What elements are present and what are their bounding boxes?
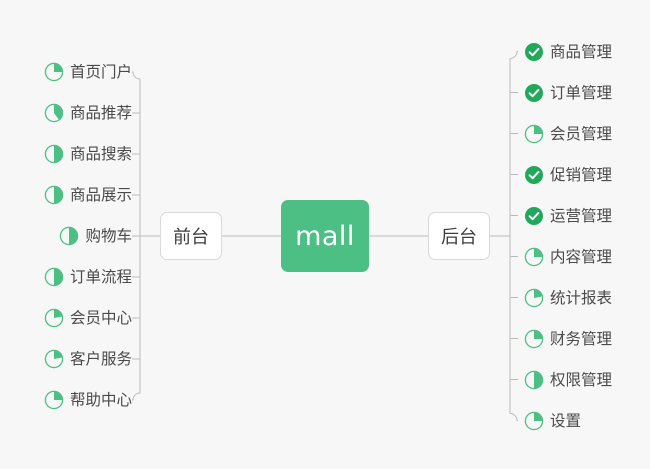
- pie-icon: [44, 308, 64, 328]
- pie-icon: [524, 288, 544, 307]
- pie-icon: [44, 390, 64, 410]
- leaf-label: 权限管理: [550, 370, 613, 389]
- leaf-item-frontend-6[interactable]: 会员中心: [44, 305, 132, 331]
- leaf-item-backend-3[interactable]: 促销管理: [524, 162, 612, 188]
- leaf-label: 财务管理: [550, 329, 613, 348]
- leaf-label: 设置: [550, 411, 582, 430]
- check-circle-icon: [525, 165, 543, 184]
- leaf-label: 商品展示: [69, 186, 132, 204]
- check-circle-icon: [525, 83, 543, 102]
- leaf-item-frontend-0[interactable]: 首页门户: [44, 59, 132, 85]
- leaf-label: 购物车: [85, 227, 132, 245]
- pie-icon: [44, 103, 64, 123]
- check-circle-icon: [525, 42, 543, 61]
- leaf-item-frontend-7[interactable]: 客户服务: [44, 346, 132, 372]
- leaf-item-backend-9[interactable]: 设置: [524, 408, 581, 434]
- leaf-item-backend-5[interactable]: 内容管理: [524, 244, 612, 270]
- leaf-label: 订单流程: [69, 268, 132, 286]
- root-node-mall[interactable]: mall: [281, 200, 369, 272]
- pie-icon: [44, 62, 64, 82]
- leaf-item-backend-6[interactable]: 统计报表: [524, 285, 612, 311]
- leaf-label: 商品搜索: [69, 145, 132, 163]
- pie-icon: [60, 226, 79, 246]
- leaf-label: 订单管理: [550, 83, 613, 102]
- branch-node-backend[interactable]: 后台: [428, 212, 490, 260]
- leaf-item-backend-1[interactable]: 订单管理: [524, 80, 612, 106]
- pie-icon: [524, 411, 544, 430]
- leaf-item-frontend-1[interactable]: 商品推荐: [44, 100, 132, 126]
- leaf-label: 商品管理: [550, 42, 613, 61]
- pie-icon: [44, 349, 64, 369]
- pie-icon: [524, 247, 544, 266]
- leaf-item-backend-0[interactable]: 商品管理: [524, 39, 612, 65]
- leaf-label: 统计报表: [550, 288, 613, 307]
- leaf-label: 促销管理: [550, 165, 613, 184]
- pie-icon: [44, 185, 64, 205]
- leaf-label: 会员中心: [69, 309, 132, 327]
- check-circle-icon: [525, 206, 543, 225]
- pie-icon: [44, 144, 64, 164]
- leaf-label: 首页门户: [69, 63, 132, 81]
- leaf-item-frontend-5[interactable]: 订单流程: [44, 264, 132, 290]
- leaf-label: 内容管理: [550, 247, 613, 266]
- leaf-label: 会员管理: [550, 124, 613, 143]
- leaf-item-frontend-3[interactable]: 商品展示: [44, 182, 132, 208]
- leaf-item-backend-7[interactable]: 财务管理: [524, 326, 612, 352]
- leaf-item-frontend-2[interactable]: 商品搜索: [44, 141, 132, 167]
- leaf-item-frontend-8[interactable]: 帮助中心: [44, 387, 132, 413]
- leaf-item-backend-4[interactable]: 运营管理: [524, 203, 612, 229]
- leaf-item-backend-2[interactable]: 会员管理: [524, 121, 612, 147]
- leaf-item-frontend-4[interactable]: 购物车: [59, 223, 132, 249]
- leaf-item-backend-8[interactable]: 权限管理: [524, 367, 612, 393]
- leaf-label: 商品推荐: [69, 104, 132, 122]
- pie-icon: [524, 370, 544, 389]
- branch-node-frontend[interactable]: 前台: [160, 212, 222, 260]
- leaf-label: 运营管理: [550, 206, 613, 225]
- leaf-label: 帮助中心: [69, 391, 132, 409]
- pie-icon: [524, 124, 544, 143]
- pie-icon: [44, 267, 64, 287]
- pie-icon: [524, 329, 544, 348]
- leaf-label: 客户服务: [69, 350, 132, 368]
